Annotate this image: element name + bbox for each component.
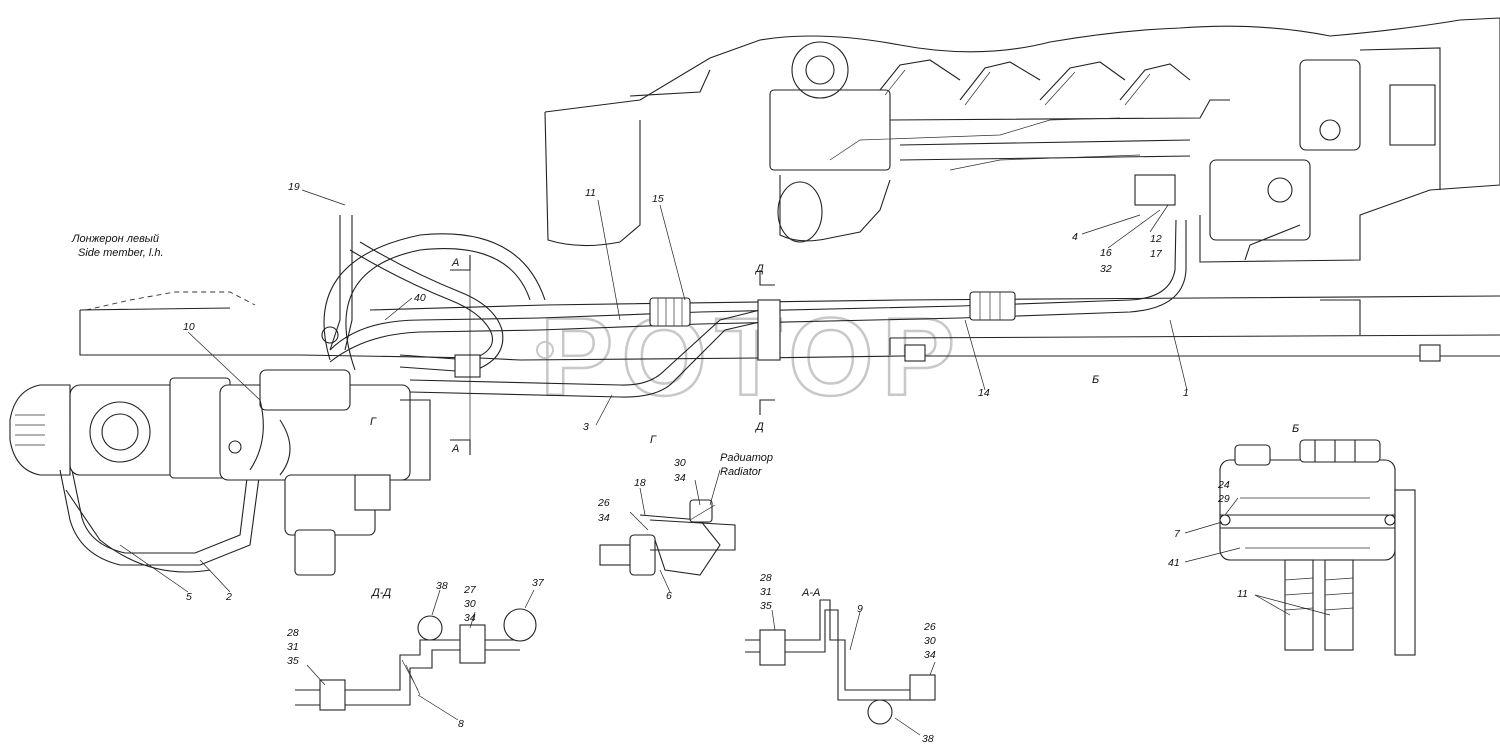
callout-30-aa: 30 — [924, 635, 936, 647]
callout-8: 8 — [458, 718, 464, 730]
callout-24: 24 — [1217, 479, 1230, 491]
section-d-top: Д — [754, 263, 764, 275]
detail-g — [599, 499, 736, 576]
callout-32: 32 — [1100, 263, 1112, 275]
callout-14: 14 — [978, 387, 990, 399]
leader-lines — [119, 189, 1331, 736]
callout-28-aa: 28 — [759, 572, 772, 584]
callout-16: 16 — [1100, 247, 1112, 259]
side-member-label-ru: Лонжерон левый — [71, 233, 159, 245]
section-markers — [450, 255, 775, 455]
callout-18: 18 — [634, 477, 646, 489]
callout-11: 11 — [585, 187, 596, 199]
callout-35-aa: 35 — [760, 600, 772, 612]
detail-b-reservoir — [1219, 439, 1416, 656]
callout-34-aa: 34 — [924, 649, 936, 661]
callout-29: 29 — [1217, 493, 1230, 505]
callout-10: 10 — [183, 321, 195, 333]
callout-26-aa: 26 — [923, 621, 936, 633]
callout-41: 41 — [1168, 557, 1180, 569]
radiator-label-ru: Радиатор — [720, 452, 773, 464]
callout-31-dd: 31 — [287, 641, 299, 653]
callout-1: 1 — [1183, 387, 1189, 399]
radiator-label-en: Radiator — [720, 466, 763, 478]
watermark-dot — [536, 341, 554, 359]
callout-19: 19 — [288, 181, 300, 193]
callout-40: 40 — [414, 292, 426, 304]
callout-37: 37 — [532, 577, 545, 589]
callout-30-g: 30 — [674, 457, 686, 469]
callout-4: 4 — [1072, 231, 1078, 243]
callout-31-aa: 31 — [760, 586, 772, 598]
side-member-label-en: Side member, l.h. — [78, 247, 164, 259]
callout-26-g: 26 — [597, 497, 610, 509]
callout-35-dd: 35 — [287, 655, 299, 667]
detail-dd-title: Д-Д — [370, 587, 391, 599]
callout-3: 3 — [583, 421, 589, 433]
detail-aa — [745, 599, 936, 725]
callout-17: 17 — [1150, 248, 1163, 260]
callout-34-g2: 34 — [598, 512, 610, 524]
pipe-runs — [59, 215, 1441, 573]
callout-12: 12 — [1150, 233, 1162, 245]
section-g-mark: Г — [370, 416, 377, 428]
callout-6: 6 — [666, 590, 672, 602]
callout-30-dd: 30 — [464, 598, 476, 610]
detail-g-title: Г — [650, 434, 657, 446]
watermark-text: POTOP — [540, 296, 963, 419]
callout-5: 5 — [186, 591, 192, 603]
callout-7: 7 — [1174, 528, 1181, 540]
engine-block — [544, 17, 1500, 263]
callout-38-aa: 38 — [922, 733, 934, 745]
callout-38-dd: 38 — [436, 580, 448, 592]
section-a-bottom: А — [451, 443, 459, 455]
callout-28-dd: 28 — [286, 627, 299, 639]
detail-b-title: Б — [1292, 423, 1299, 435]
callout-34-g: 34 — [674, 472, 686, 484]
section-b-mark: Б — [1092, 374, 1099, 386]
detail-aa-title: А-А — [801, 587, 820, 599]
callout-11-b: 11 — [1237, 588, 1248, 600]
steering-gear — [9, 233, 546, 576]
callout-27: 27 — [463, 584, 477, 596]
callout-9: 9 — [857, 603, 863, 615]
section-a-top: А — [451, 257, 459, 269]
detail-dd — [295, 608, 537, 711]
callout-2: 2 — [225, 591, 232, 603]
section-d-bottom: Д — [754, 421, 764, 433]
callout-34-dd: 34 — [464, 612, 476, 624]
callout-15: 15 — [652, 193, 664, 205]
